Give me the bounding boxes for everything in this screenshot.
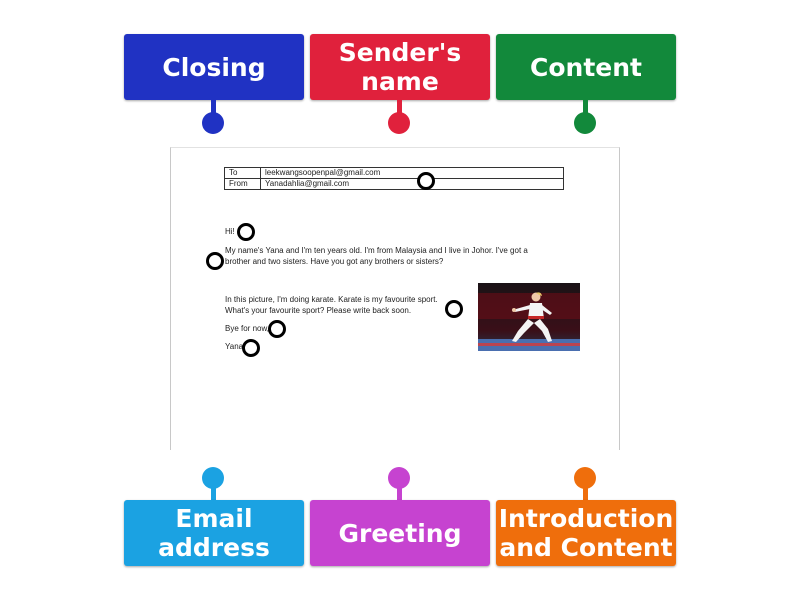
- label-introduction-and-content[interactable]: Introduction and Content: [496, 500, 676, 566]
- label-content[interactable]: Content: [496, 34, 676, 100]
- pin-email-address: [202, 467, 224, 489]
- label-email-address[interactable]: Email address: [124, 500, 304, 566]
- drop-target-senders-name[interactable]: [242, 339, 260, 357]
- label-greeting[interactable]: Greeting: [310, 500, 490, 566]
- to-row: To leekwangsoopenpal@gmail.com: [224, 167, 564, 179]
- label-closing[interactable]: Closing: [124, 34, 304, 100]
- drop-target-introduction[interactable]: [206, 252, 224, 270]
- pin-content: [574, 112, 596, 134]
- karate-photo: [478, 283, 580, 351]
- content-line-2: What's your favourite sport? Please writ…: [225, 306, 412, 315]
- connector-email-address: [211, 484, 216, 500]
- intro-line-1: My name's Yana and I'm ten years old. I'…: [225, 246, 528, 255]
- connector-content: [583, 100, 588, 116]
- pin-introduction-and-content: [574, 467, 596, 489]
- label-senders-name[interactable]: Sender's name: [310, 34, 490, 100]
- drop-target-greeting[interactable]: [237, 223, 255, 241]
- sender-text: Yana: [225, 342, 244, 351]
- connector-closing: [211, 100, 216, 116]
- from-value: Yanadahlia@gmail.com: [260, 178, 564, 190]
- drop-target-closing[interactable]: [268, 320, 286, 338]
- greeting-text: Hi!: [225, 227, 235, 236]
- to-value: leekwangsoopenpal@gmail.com: [260, 167, 564, 179]
- connector-greeting: [397, 484, 402, 500]
- email-header-table: To leekwangsoopenpal@gmail.com From Yana…: [224, 167, 564, 190]
- to-key: To: [224, 167, 261, 179]
- drop-target-email-address[interactable]: [417, 172, 435, 190]
- drop-target-content[interactable]: [445, 300, 463, 318]
- closing-text: Bye for now,: [225, 324, 270, 333]
- from-row: From Yanadahlia@gmail.com: [224, 178, 564, 190]
- intro-line-2: brother and two sisters. Have you got an…: [225, 257, 444, 266]
- connector-senders-name: [397, 100, 402, 116]
- pin-greeting: [388, 467, 410, 489]
- connector-introduction-and-content: [583, 484, 588, 500]
- content-line-1: In this picture, I'm doing karate. Karat…: [225, 295, 438, 304]
- pin-senders-name: [388, 112, 410, 134]
- from-key: From: [224, 178, 261, 190]
- pin-closing: [202, 112, 224, 134]
